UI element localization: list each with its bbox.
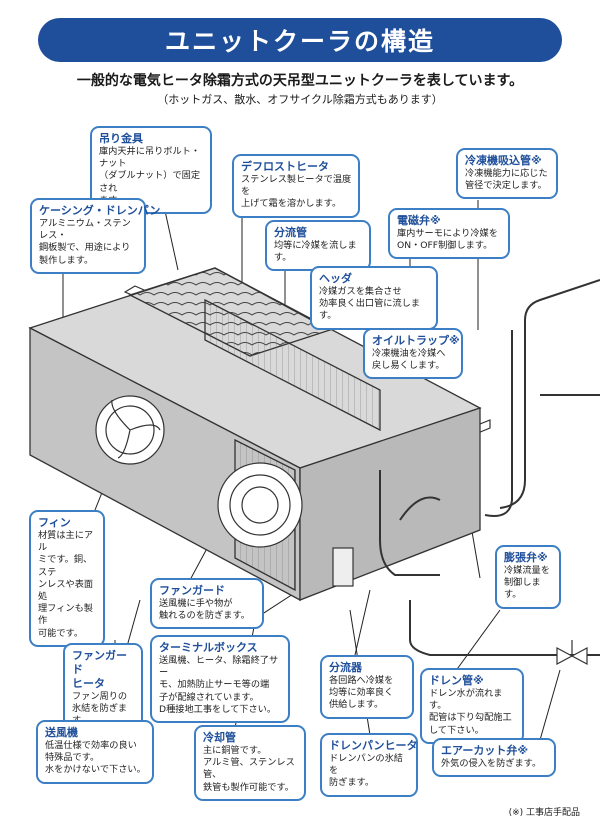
label-fan-guard: ファンガード 送風機に手や物が 触れるのを防ぎます。	[150, 578, 264, 630]
label-header-title: ヘッダ	[319, 272, 352, 285]
label-drain-pan-heater-title: ドレンパンヒータ	[329, 739, 418, 752]
label-defrost-heater: デフロストヒータ ステンレス製ヒータで温度を 上げて霜を溶かします。	[232, 154, 360, 218]
label-expansion-valve-title: 膨張弁※	[504, 551, 548, 564]
label-casing-body: アルミニウム・ステンレス・ 鋼板製で、用途により 製作します。	[39, 218, 131, 266]
label-expansion-valve: 膨張弁※ 冷媒流量を 制御します。	[495, 545, 561, 609]
label-air-cut-valve-body: 外気の侵入を防ぎます。	[441, 758, 542, 769]
subtitle: 一般的な電気ヒータ除霜方式の天吊型ユニットクーラを表しています。	[76, 73, 524, 89]
label-suction-pipe-title: 冷凍機吸込管※	[465, 154, 542, 167]
label-header-body: 冷媒ガスを集合させ 効率良く出口管に流します。	[319, 286, 421, 322]
terminal-box-shape	[332, 547, 354, 587]
label-fan-body: 低温仕様で効率の良い 特殊品です。 水をかけないで下さい。	[45, 740, 146, 776]
label-solenoid-valve-body: 庫内サーモにより冷媒を ON・OFF制御します。	[397, 228, 498, 252]
label-cooling-pipe-title: 冷却管	[203, 731, 236, 744]
label-oil-trap: オイルトラップ※ 冷凍機油を冷媒へ 戻し易くします。	[363, 328, 463, 380]
label-terminal-box-title: ターミナルボックス	[159, 641, 258, 654]
label-distributor-title: 分流器	[329, 661, 362, 674]
label-header: ヘッダ 冷媒ガスを集合させ 効率良く出口管に流します。	[310, 266, 438, 330]
label-terminal-box: ターミナルボックス 送風機、ヒータ、除霜終了サー モ、加熱防止サーモ等の端 子が…	[150, 635, 290, 724]
label-drain-pan-heater-body: ドレンパンの氷結を 防ぎます。	[329, 753, 403, 789]
label-hanger-title: 吊り金具	[99, 132, 143, 145]
refrigerant-piping	[379, 279, 600, 656]
label-terminal-box-body: 送風機、ヒータ、除霜終了サー モ、加熱防止サーモ等の端 子が配線されています。 …	[159, 655, 279, 715]
label-drain-pipe-body: ドレン水が流れます。 配管は下り勾配施工 して下さい。	[429, 688, 512, 736]
label-fan-guard-body: 送風機に手や物が 触れるのを防ぎます。	[159, 598, 250, 622]
label-distributor-pipe-body: 均等に冷媒を流します。	[274, 240, 357, 264]
label-drain-pan-heater: ドレンパンヒータ ドレンパンの氷結を 防ぎます。	[320, 733, 418, 797]
label-distributor-pipe: 分流管 均等に冷媒を流します。	[265, 220, 371, 272]
label-fan: 送風機 低温仕様で効率の良い 特殊品です。 水をかけないで下さい。	[36, 720, 154, 784]
label-casing-title: ケーシング・ドレンパン	[39, 204, 161, 217]
label-fin-title: フィン	[38, 516, 71, 529]
label-distributor: 分流器 各回路へ冷媒を 均等に効率良く 供給します。	[320, 655, 414, 719]
label-distributor-body: 各回路へ冷媒を 均等に効率良く 供給します。	[329, 675, 394, 711]
label-suction-pipe: 冷凍機吸込管※ 冷凍機能力に応じた 管径で決定します。	[456, 148, 558, 200]
label-cooling-pipe-body: 主に銅管です。 アルミ管、ステンレス管、 鉄管も製作可能です。	[203, 745, 295, 793]
label-expansion-valve-body: 冷媒流量を 制御します。	[504, 565, 550, 601]
label-fan-title: 送風機	[45, 726, 78, 739]
label-fan-guard-heater-title: ファンガード ヒータ	[72, 649, 127, 690]
label-fin: フィン 材質は主にアル ミです。銅、ステ ンレスや表面処 理フィンも製作 可能で…	[29, 510, 105, 647]
label-drain-pipe: ドレン管※ ドレン水が流れます。 配管は下り勾配施工 して下さい。	[420, 668, 524, 744]
label-air-cut-valve: エアーカット弁※ 外気の侵入を防ぎます。	[432, 738, 556, 778]
label-suction-pipe-body: 冷凍機能力に応じた 管径で決定します。	[465, 168, 548, 192]
label-defrost-heater-title: デフロストヒータ	[241, 160, 329, 173]
label-solenoid-valve: 電磁弁※ 庫内サーモにより冷媒を ON・OFF制御します。	[388, 208, 510, 260]
air-cut-valve-shape	[556, 640, 588, 665]
label-cooling-pipe: 冷却管 主に銅管です。 アルミ管、ステンレス管、 鉄管も製作可能です。	[194, 725, 306, 801]
label-distributor-pipe-title: 分流管	[274, 226, 307, 239]
page-title: ユニットクーラの構造	[164, 27, 435, 56]
defrost-methods-note: （ホットガス、散水、オフサイクル除霜方式もあります）	[157, 93, 443, 106]
footnote: (※) 工事店手配品	[508, 808, 580, 818]
label-oil-trap-title: オイルトラップ※	[372, 334, 460, 347]
label-fan-guard-title: ファンガード	[159, 584, 225, 597]
label-drain-pipe-title: ドレン管※	[429, 674, 484, 687]
label-solenoid-valve-title: 電磁弁※	[397, 214, 441, 227]
label-oil-trap-body: 冷凍機油を冷媒へ 戻し易くします。	[372, 348, 446, 372]
label-fin-body: 材質は主にアル ミです。銅、ステ ンレスや表面処 理フィンも製作 可能です。	[38, 530, 94, 639]
title-banner: ユニットクーラの構造	[38, 18, 562, 62]
label-casing: ケーシング・ドレンパン アルミニウム・ステンレス・ 鋼板製で、用途により 製作し…	[30, 198, 161, 274]
label-air-cut-valve-title: エアーカット弁※	[441, 744, 529, 757]
label-defrost-heater-body: ステンレス製ヒータで温度を 上げて霜を溶かします。	[241, 174, 352, 210]
fan-assembly	[95, 395, 303, 548]
